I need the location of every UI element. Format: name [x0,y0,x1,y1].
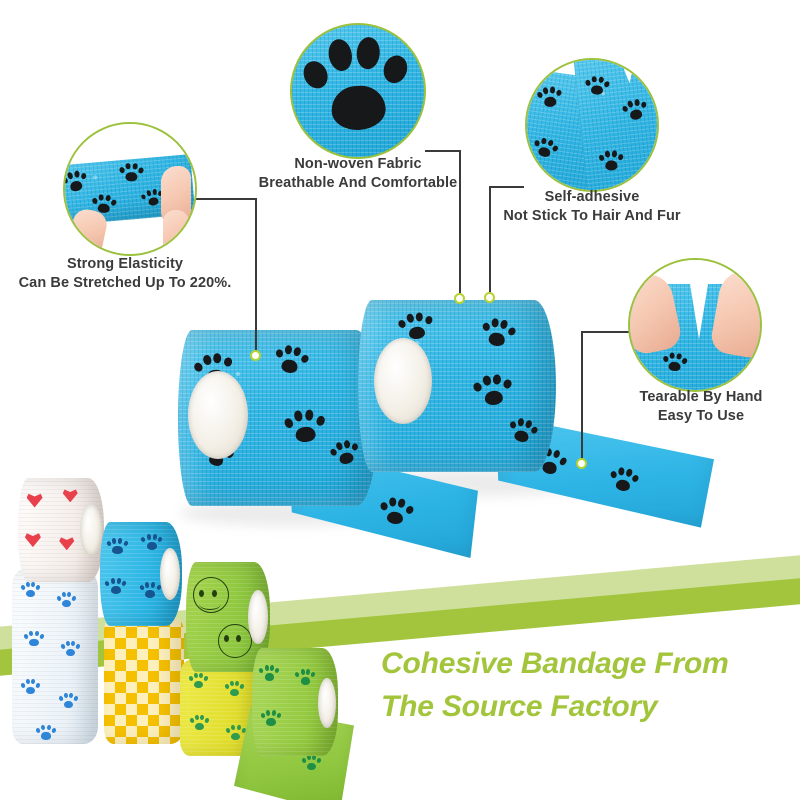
roll-blue-paws [100,522,182,626]
connector-line [581,331,583,464]
roll-core [188,371,248,459]
connector-line [581,331,641,333]
connector-line [255,198,257,356]
connector-line [489,186,491,298]
callout-caption-strong-elasticity: Strong Elasticity Can Be Stretched Up To… [18,256,232,291]
callout-caption-tearable-by-hand: Tearable By Hand Easy To Use [639,389,763,424]
callout-image-non-woven-fabric [290,23,426,159]
connector-line [459,150,461,299]
hero-roll-left [178,330,478,558]
callout-caption-non-woven-fabric: Non-woven Fabric Breathable And Comforta… [258,156,458,191]
callout-image-tearable-by-hand [628,258,762,392]
roll-yellow-check [104,616,184,744]
hero-roll-right [358,300,714,528]
roll-core [374,338,432,424]
roll-white-blue-paws [12,570,98,744]
connector-line [192,198,257,200]
callout-image-strong-elasticity [63,122,197,256]
connector-line [489,186,524,188]
connector-dot [576,458,587,469]
page-headline: Cohesive Bandage From The Source Factory [381,647,729,723]
connector-line [425,150,460,152]
connector-dot [484,292,495,303]
callout-image-self-adhesive [525,58,659,192]
roll-green-paws [234,648,354,800]
roll-white-hearts [18,478,104,582]
callout-caption-self-adhesive: Self-adhesive Not Stick To Hair And Fur [503,189,681,224]
connector-dot [250,350,261,361]
connector-dot [454,293,465,304]
